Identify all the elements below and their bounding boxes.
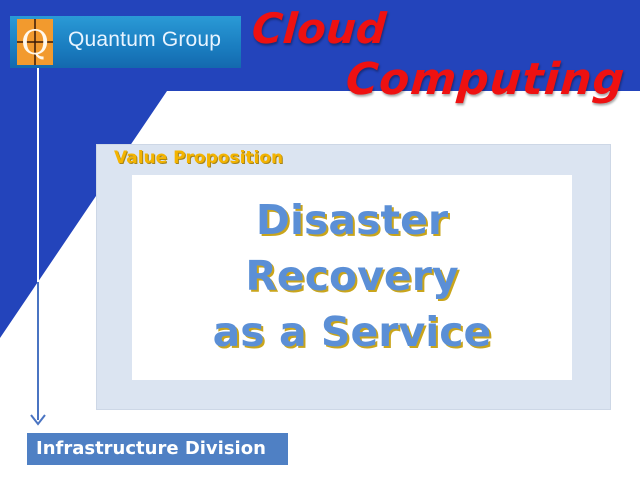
panel-label: Value Proposition xyxy=(114,148,284,168)
q-logo-icon: Q xyxy=(17,19,53,65)
headline: Disaster Recovery as a Service xyxy=(132,192,572,360)
svg-text:Q: Q xyxy=(21,23,49,63)
connector-line xyxy=(37,68,39,420)
title-computing: Computing xyxy=(344,54,627,105)
headline-box xyxy=(132,175,572,380)
arrow-down-icon xyxy=(30,414,46,426)
title-cloud: Cloud xyxy=(250,4,388,53)
headline-line-1: Disaster xyxy=(255,196,449,244)
company-header: Q Quantum Group xyxy=(10,16,241,68)
headline-line-2: Recovery xyxy=(245,252,459,300)
division-label: Infrastructure Division xyxy=(27,433,288,465)
headline-line-3: as a Service xyxy=(212,308,492,356)
connector-line-lower xyxy=(37,282,39,420)
company-name: Quantum Group xyxy=(68,28,222,51)
company-logo: Q xyxy=(17,19,53,65)
